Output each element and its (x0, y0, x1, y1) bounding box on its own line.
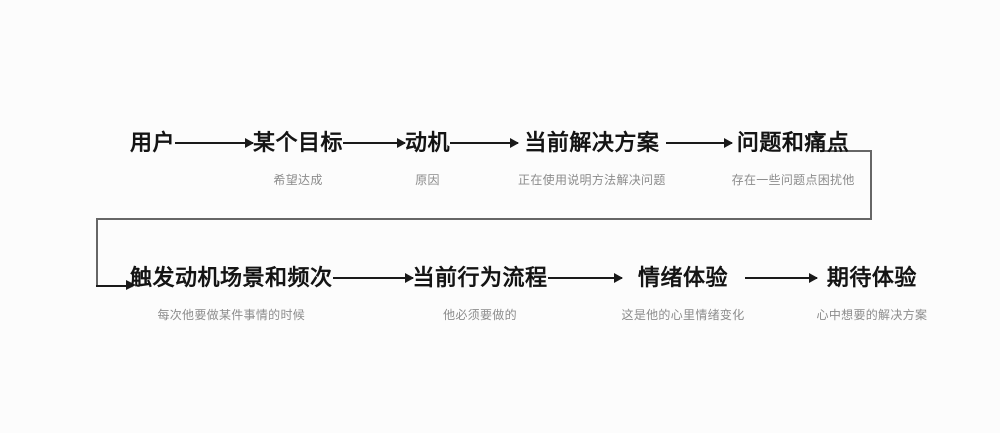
flow-node-user[interactable]: 用户 (130, 128, 175, 172)
arrow-right-icon (343, 128, 407, 158)
flow-node-current-solution[interactable]: 当前解决方案 正在使用说明方法解决问题 (518, 128, 666, 188)
flow-node-label: 问题和痛点 (736, 130, 850, 155)
arrow-head (613, 273, 623, 283)
flow-node-sublabel: 希望达成 (273, 173, 323, 187)
flow-node-emotional-experience[interactable]: 情绪体验 这是他的心里情绪变化 (622, 263, 745, 323)
flow-node-problems-painpoints[interactable]: 问题和痛点 存在一些问题点困扰他 (732, 128, 855, 188)
flow-node-sublabel: 这是他的心里情绪变化 (621, 308, 745, 322)
arrow-head (404, 273, 414, 283)
flow-node-label: 当前行为流程 (412, 265, 548, 290)
arrow-right-icon (450, 128, 520, 158)
flow-node-sublabel: 原因 (415, 173, 440, 187)
wrap-connector-segment-bottom (96, 285, 130, 287)
arrow-right-icon (547, 263, 623, 293)
arrow-shaft (175, 142, 254, 144)
flow-row-1: 用户 某个目标 希望达成 动机 原因 当前解决方案 正在使用说明方法解决问题 (130, 128, 855, 188)
arrow-shaft (547, 277, 622, 279)
flow-node-label: 当前解决方案 (524, 130, 660, 155)
flow-node-sublabel: 正在使用说明方法解决问题 (518, 173, 666, 187)
flow-node-label: 期待体验 (826, 265, 917, 290)
arrow-right-icon (175, 128, 255, 158)
flow-node-label: 动机 (405, 130, 451, 155)
arrow-head (397, 138, 407, 148)
flow-node-expected-experience[interactable]: 期待体验 心中想要的解决方案 (817, 263, 928, 323)
flow-node-sublabel: 存在一些问题点困扰他 (731, 173, 855, 187)
flow-row-2: 触发动机场景和频次 每次他要做某件事情的时候 当前行为流程 他必须要做的 情绪体… (130, 263, 927, 323)
arrow-head (510, 138, 520, 148)
arrow-head (245, 138, 255, 148)
flow-node-label: 某个目标 (253, 130, 344, 155)
wrap-connector-segment-middle (96, 218, 872, 220)
flow-node-sublabel: 心中想要的解决方案 (816, 308, 928, 322)
wrap-connector-arrow-icon (126, 280, 136, 290)
flow-node-current-behavior-flow[interactable]: 当前行为流程 他必须要做的 (413, 263, 548, 323)
flow-node-label: 情绪体验 (638, 265, 729, 290)
flow-node-goal[interactable]: 某个目标 希望达成 (253, 128, 343, 188)
arrow-shaft (332, 277, 413, 279)
arrow-right-icon (744, 263, 818, 293)
wrap-connector-segment-right (870, 150, 872, 220)
arrow-shaft (744, 277, 817, 279)
flow-node-sublabel: 每次他要做某件事情的时候 (157, 308, 306, 322)
arrow-right-icon (332, 263, 414, 293)
flow-node-trigger-scene-frequency[interactable]: 触发动机场景和频次 每次他要做某件事情的时候 (130, 263, 333, 323)
arrow-shaft (665, 142, 732, 144)
arrow-head (808, 273, 818, 283)
flow-node-sublabel: 他必须要做的 (443, 308, 517, 322)
flow-node-label: 触发动机场景和频次 (130, 265, 333, 290)
arrow-shaft (343, 142, 406, 144)
arrow-right-icon (665, 128, 733, 158)
arrow-head (723, 138, 733, 148)
wrap-connector-segment-top (820, 150, 872, 152)
wrap-connector-segment-left (96, 218, 98, 286)
flow-node-label: 用户 (130, 130, 176, 155)
arrow-shaft (450, 142, 519, 144)
flow-node-motivation[interactable]: 动机 原因 (405, 128, 450, 188)
